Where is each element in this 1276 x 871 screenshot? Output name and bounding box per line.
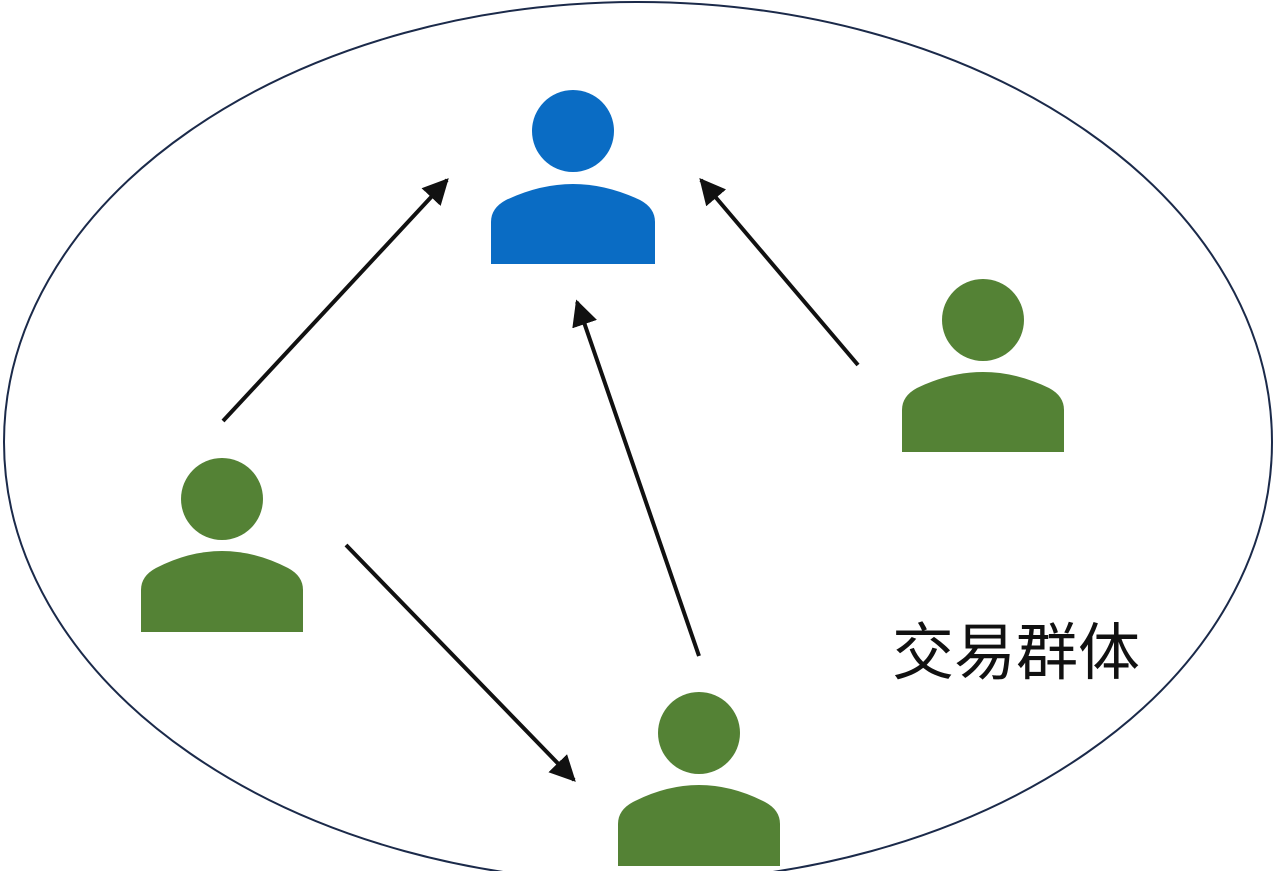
person-icon-leader: [491, 90, 655, 264]
arrow-left-to-bottom: [344, 543, 576, 782]
person-icon-member-bottom: [618, 692, 780, 866]
person-head: [658, 692, 740, 774]
arrow-right-to-leader: [699, 178, 860, 367]
person-body: [141, 551, 303, 632]
person-head: [181, 458, 263, 540]
arrow-left-to-leader: [221, 178, 449, 423]
person-head: [532, 90, 614, 172]
group-boundary: [3, 1, 1273, 871]
person-icon-member-left: [141, 458, 303, 632]
person-head: [942, 279, 1024, 361]
group-label: 交易群体: [892, 616, 1141, 689]
person-body: [902, 372, 1064, 452]
person-body: [491, 184, 655, 264]
arrow-bottom-to-leader: [572, 299, 701, 657]
person-body: [618, 785, 780, 866]
person-icon-member-right: [902, 279, 1064, 452]
